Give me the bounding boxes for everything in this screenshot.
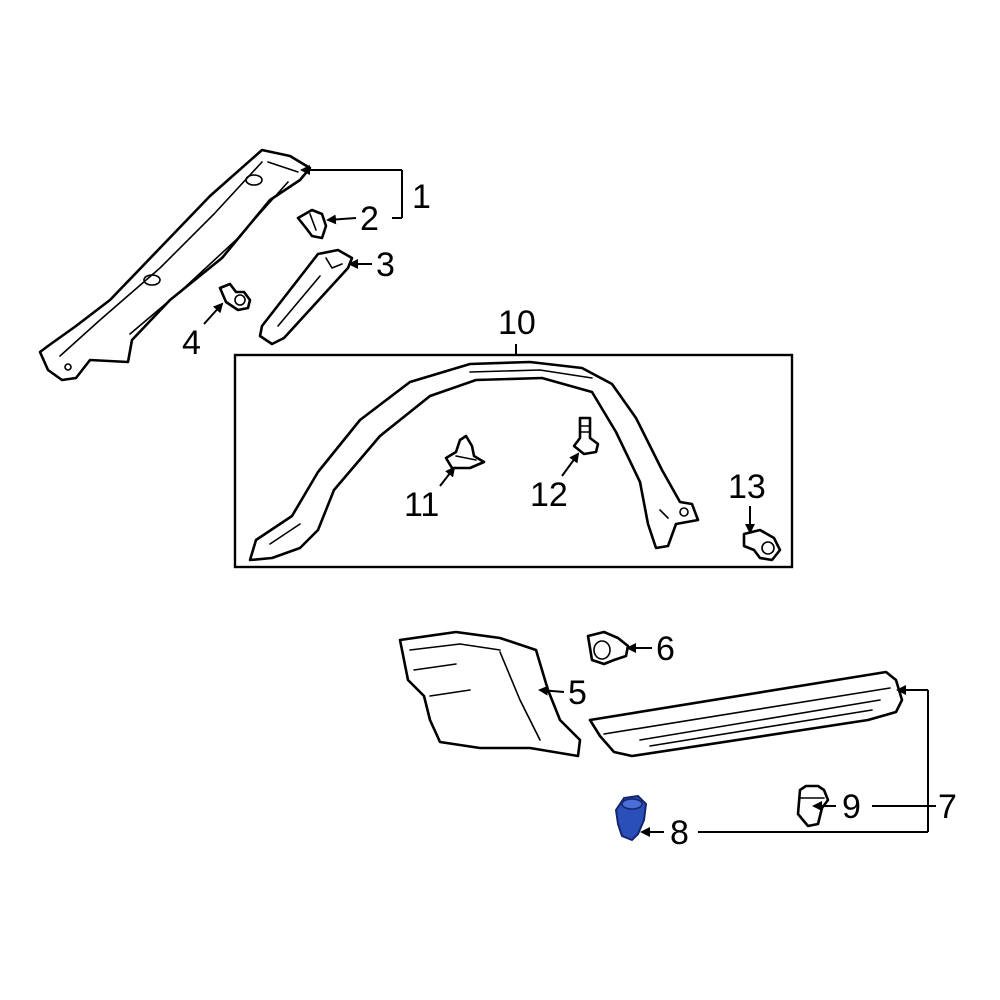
callout-2: 2 [360,200,379,238]
part-5-cowl-trim[interactable] [398,630,582,758]
leader-lines [203,165,936,837]
callout-8: 8 [670,814,689,852]
callout-11: 11 [404,486,439,524]
part-2-clip[interactable] [296,208,328,240]
part-8-plug-highlighted[interactable] [614,794,648,842]
part-4-screw[interactable] [218,282,252,312]
callout-4: 4 [182,324,201,362]
part-11-clip[interactable] [444,434,486,470]
callout-3: 3 [376,246,395,284]
part-1-pillar-garnish[interactable] [38,148,312,382]
part-10-wheelhouse-liner[interactable] [248,360,700,562]
callout-1: 1 [412,178,431,216]
callout-12: 12 [530,476,568,514]
callout-7: 7 [938,788,957,826]
callout-13: 13 [728,468,766,506]
callout-5: 5 [568,674,587,712]
callout-10: 10 [498,304,536,342]
callout-6: 6 [656,630,675,668]
group-10-frame [233,353,794,569]
part-3-retainer[interactable] [258,248,354,346]
part-6-grommet[interactable] [586,630,630,666]
part-13-screw[interactable] [742,528,782,562]
part-12-stud[interactable] [572,416,600,456]
callout-9: 9 [842,788,861,826]
part-7-scuff-plate[interactable] [588,670,904,758]
callout-labels: 1 2 3 4 5 6 7 8 9 10 11 12 13 [182,178,957,852]
